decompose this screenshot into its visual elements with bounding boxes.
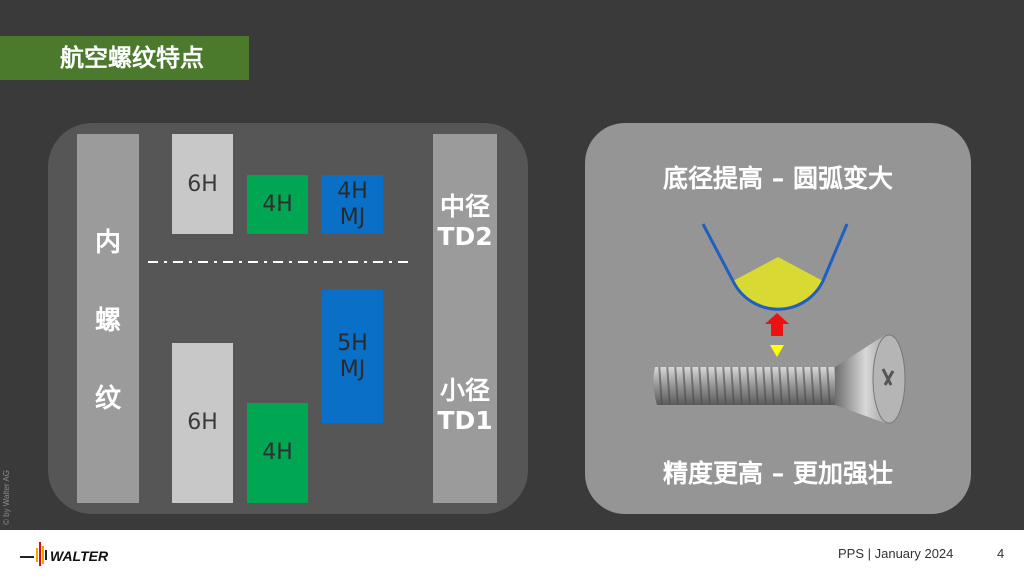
tolerance-4hmj: 4H MJ bbox=[322, 175, 383, 234]
logo-wordmark: WALTER bbox=[50, 548, 109, 564]
tolerance-5hmj: 5H MJ bbox=[322, 290, 383, 423]
tolerance-4h-top: 4H bbox=[247, 175, 308, 234]
tolerance-6h-bottom: 6H bbox=[172, 343, 233, 503]
tolerance-4h-bottom: 4H bbox=[247, 403, 308, 503]
pitch-diameter-code: TD2 bbox=[437, 222, 493, 251]
countersunk-screw-image bbox=[653, 334, 906, 424]
inner-char-1: 内 bbox=[94, 228, 121, 258]
inner-char-3: 纹 bbox=[94, 384, 121, 414]
yellow-triangle-icon bbox=[770, 345, 784, 357]
tolerance-4h-bottom-label: 4H bbox=[262, 440, 293, 465]
page-number: 4 bbox=[997, 546, 1005, 561]
pitch-diameter-label: 中径 TD2 bbox=[433, 192, 497, 252]
slide: 航空螺纹特点 内 螺 纹 中径 TD2 小径 TD1 6H 4H 4H MJ 6… bbox=[0, 36, 971, 514]
internal-thread-column: 内 螺 纹 bbox=[77, 134, 139, 503]
copyright-text: © by Walter AG bbox=[2, 470, 11, 525]
tolerance-5hmj-line1: 5H bbox=[337, 330, 368, 356]
inner-char-2: 螺 bbox=[94, 306, 121, 336]
root-radius-area bbox=[733, 257, 823, 310]
pitch-diameter-cn: 中径 bbox=[439, 192, 490, 221]
tolerance-4hmj-line2: MJ bbox=[339, 204, 366, 230]
title-bar: 航空螺纹特点 bbox=[0, 36, 249, 80]
minor-diameter-code: TD1 bbox=[437, 406, 493, 435]
tolerance-6h-top-label: 6H bbox=[187, 172, 218, 197]
footer-doc-info: PPS | January 2024 bbox=[838, 546, 954, 561]
thread-root-diagram bbox=[653, 223, 906, 424]
thread-profile-curve bbox=[701, 223, 849, 311]
minor-diameter-cn: 小径 bbox=[439, 376, 490, 405]
thread-root-panel: 底径提高 – 圆弧变大 精度更高 – 更加强壮 bbox=[585, 123, 971, 514]
tolerance-6h-bottom-label: 6H bbox=[187, 410, 218, 435]
tolerance-4hmj-line1: 4H bbox=[337, 178, 368, 204]
walter-logo: WALTER bbox=[20, 542, 109, 566]
strength-caption: 精度更高 – 更加强壮 bbox=[663, 459, 893, 488]
red-arrow-icon bbox=[765, 313, 789, 336]
diameter-column: 中径 TD2 小径 TD1 bbox=[433, 134, 497, 503]
tolerance-5hmj-line2: MJ bbox=[339, 356, 366, 382]
divider-dash-dot-line bbox=[148, 261, 414, 263]
minor-diameter-label: 小径 TD1 bbox=[433, 376, 497, 436]
tolerance-4h-top-label: 4H bbox=[262, 191, 293, 217]
footer-bar bbox=[0, 530, 1024, 576]
slide-title: 航空螺纹特点 bbox=[60, 44, 204, 72]
tolerance-6h-top: 6H bbox=[172, 134, 233, 234]
root-radius-caption: 底径提高 – 圆弧变大 bbox=[663, 164, 893, 193]
